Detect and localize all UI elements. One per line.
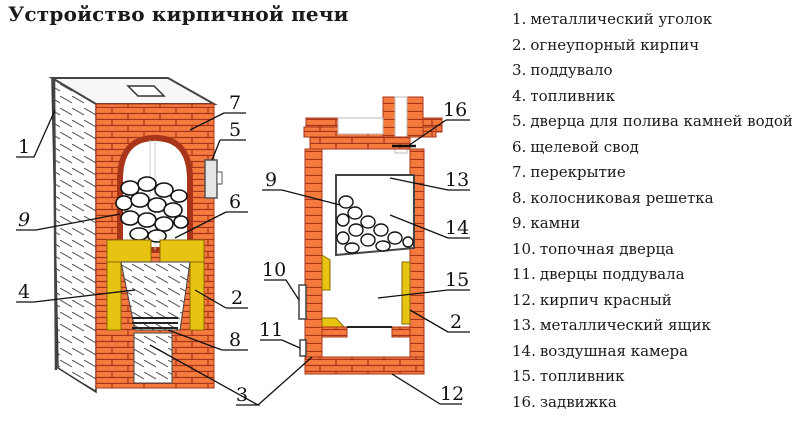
right-oven-section xyxy=(298,96,443,375)
legend-item: 10.топочная дверца xyxy=(512,239,675,258)
callout-14: 14 xyxy=(445,217,469,239)
fire-door xyxy=(298,284,307,320)
callout-5: 5 xyxy=(229,119,241,141)
legend-item: 11.дверцы поддувала xyxy=(512,265,685,283)
legend-item: 6.щелевой свод xyxy=(512,137,639,156)
callout-11: 11 xyxy=(259,319,283,341)
callout-6: 6 xyxy=(229,191,241,213)
stones-right xyxy=(336,195,414,254)
legend-item: 13.металлический ящик xyxy=(512,316,711,334)
callout-3: 3 xyxy=(236,384,248,406)
ash-pit-left xyxy=(133,332,173,384)
ash-door xyxy=(299,339,307,357)
water-door xyxy=(204,159,218,199)
callout-13: 13 xyxy=(445,169,469,191)
legend-item: 7.перекрытие xyxy=(512,163,626,181)
callout-9-left: 9 xyxy=(18,209,30,231)
legend-list: 1.металлический уголок 2.огнеупорный кир… xyxy=(512,7,793,415)
chimney-hole xyxy=(126,85,166,97)
fire-brick-right xyxy=(321,254,411,328)
legend-item: 15.топливник xyxy=(512,367,625,385)
oven-side-wall xyxy=(51,76,97,394)
left-oven-perspective xyxy=(48,76,223,394)
left-wall xyxy=(304,148,323,375)
legend-item: 1.металлический уголок xyxy=(512,10,713,28)
callout-12: 12 xyxy=(440,383,464,405)
callout-7: 7 xyxy=(229,92,241,114)
callout-2-left: 2 xyxy=(231,287,243,309)
fire-brick-left xyxy=(106,239,205,331)
legend-item: 8.колосниковая решетка xyxy=(512,188,714,207)
callout-4: 4 xyxy=(18,281,30,303)
callout-2-right: 2 xyxy=(450,311,462,333)
legend-item: 2.огнеупорный кирпич xyxy=(512,35,700,54)
stones-left xyxy=(115,176,189,243)
callout-1: 1 xyxy=(18,136,30,158)
metal-angle xyxy=(52,77,58,371)
callout-lines xyxy=(16,109,470,406)
firebox-left xyxy=(120,261,191,331)
callout-15: 15 xyxy=(445,269,469,291)
legend-item: 14.воздушная камера xyxy=(512,341,689,360)
callout-10: 10 xyxy=(262,259,286,281)
callout-numbers: 1 9 4 7 5 6 2 8 3 16 9 13 14 10 15 11 2 … xyxy=(18,92,469,406)
legend-item: 12.кирпич красный xyxy=(512,290,672,309)
callout-16: 16 xyxy=(443,99,467,121)
grate-left xyxy=(132,317,178,329)
legend-item: 5.дверца для полива камней водой xyxy=(512,112,793,130)
red-brick-base xyxy=(304,356,425,375)
legend-item: 9.камни xyxy=(512,214,581,232)
callout-8: 8 xyxy=(229,329,241,351)
legend-item: 3.поддувало xyxy=(512,61,613,79)
legend-item: 4.топливник xyxy=(512,86,615,105)
callout-9-right: 9 xyxy=(265,169,277,191)
legend-item: 16.задвижка xyxy=(512,392,617,411)
diagram-title: Устройство кирпичной печи xyxy=(8,2,349,26)
